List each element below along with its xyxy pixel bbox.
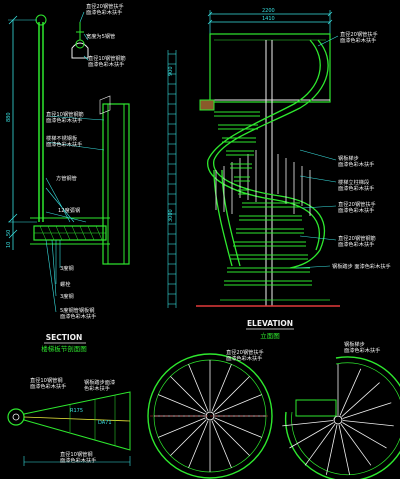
section-subtitle: 楼梯板节剖面图	[41, 344, 87, 353]
elevation-drawing	[167, 10, 340, 308]
section-detail	[8, 11, 130, 313]
section-callout-1: 直径20钢管扶手面漆色彩木扶手	[86, 2, 124, 16]
elevation-callout-2: 钢板梯步面漆色彩木扶手	[338, 154, 374, 168]
elevation-callout-3: 楼梯立柱梯段面漆色彩木扶手	[338, 178, 374, 192]
elevation-title: ELEVATION	[247, 319, 293, 328]
section-title: SECTION	[46, 333, 83, 342]
section-callout-7: 12度弧钢	[58, 206, 80, 214]
elevation-callout-1: 直径20钢管扶手面漆色彩木扶手	[340, 30, 378, 44]
elevation-dim-left-2: 3000	[168, 209, 174, 222]
section-dim-2: 50	[6, 230, 12, 236]
section-callout-6: 方管钢管	[56, 174, 77, 182]
section-callout-8: 3度钢	[60, 264, 74, 272]
section-callout-10: 3度钢	[60, 292, 74, 300]
plan-callout-3: 直径10钢管钢面漆色彩木扶手	[60, 450, 96, 464]
handrail-section-icon	[35, 14, 47, 26]
plan-dim-1: R175	[70, 408, 83, 414]
plan-callout-4: 直径20钢管扶手面漆色彩木扶手	[226, 348, 264, 362]
plan-callout-1: 直径10钢管钢面漆色彩木扶手	[30, 376, 66, 390]
section-callout-5: 楼梯不锈钢板面漆色彩木扶手	[46, 134, 82, 148]
elevation-callout-5: 直径20钢管钢筋面漆色彩木扶手	[338, 234, 376, 248]
section-callout-9: 螺栓	[60, 280, 71, 288]
plan-circle-partial	[282, 356, 400, 479]
elevation-callout-4: 直径20钢管扶手面漆色彩木扶手	[338, 200, 376, 214]
section-callout-2: 宽度为5钢管	[86, 32, 115, 40]
elevation-dim-top-1: 2200	[262, 8, 275, 14]
plan-callout-2: 钢板踏步面漆色彩木扶手	[84, 378, 115, 392]
elevation-dim-left-1: 900	[168, 66, 174, 76]
section-callout-4: 直径10钢管钢筋面漆色彩木扶手	[46, 110, 84, 124]
elevation-subtitle: 立面图	[260, 331, 280, 340]
plan-callout-5: 钢板梯步面漆色彩木扶手	[344, 340, 380, 354]
plan-circle-full	[147, 353, 273, 479]
section-callout-3: 直径10钢管钢筋面漆色彩木扶手	[88, 54, 126, 68]
plan-dim-2: DA71	[98, 420, 112, 426]
elevation-callout-6: 钢板踏步 面漆色彩木扶手	[332, 262, 391, 270]
elevation-dim-top-2: 1410	[262, 16, 275, 22]
section-dim-3: 10	[6, 242, 12, 248]
tread-wedge-detail	[7, 391, 131, 466]
section-callout-11: 5度钢管钢板钢面漆色彩木扶手	[60, 306, 96, 320]
section-dim-1: 880	[6, 112, 12, 122]
